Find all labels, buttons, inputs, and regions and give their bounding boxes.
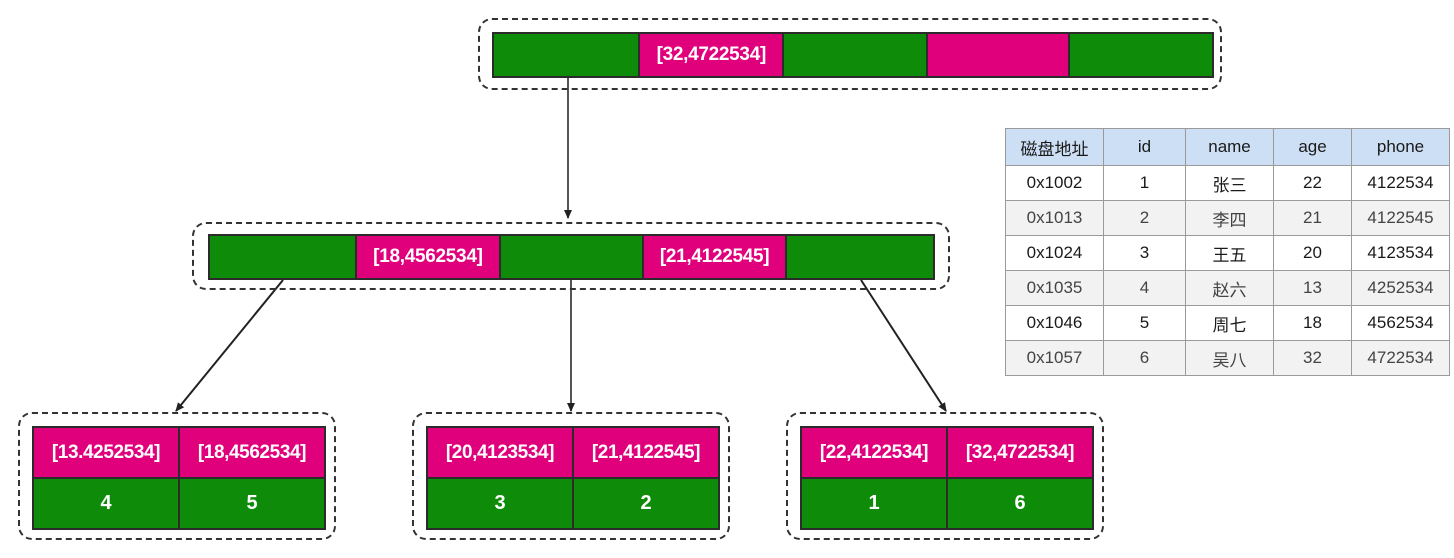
cell-age: 22 — [1273, 165, 1352, 201]
record-table-wrap: 磁盘地址 id name age phone 0x1002 1 张三 22 41… — [1005, 128, 1450, 376]
root-cell-row: [32,4722534] — [492, 32, 1214, 78]
cell-age: 21 — [1273, 200, 1352, 236]
root-index-node[interactable]: [32,4722534] — [478, 18, 1222, 90]
leaf-node-2-grid: [20,4123534] [21,4122545] 3 2 — [426, 426, 720, 530]
internal-key-3[interactable]: [21,4122545] — [643, 236, 788, 278]
leaf-node-1-key-row: [13.4252534] [18,4562534] — [34, 428, 324, 479]
edge-internal-to-leaf-1 — [175, 279, 284, 412]
leaf-node-2-key-1[interactable]: [21,4122545] — [574, 428, 718, 477]
leaf-node-1-key-0[interactable]: [13.4252534] — [34, 428, 180, 477]
table-header-age: age — [1273, 128, 1352, 166]
cell-id: 4 — [1103, 270, 1186, 306]
cell-phone: 4122545 — [1351, 200, 1450, 236]
table-header-row: 磁盘地址 id name age phone — [1005, 128, 1450, 166]
cell-id: 1 — [1103, 165, 1186, 201]
root-pointer-4[interactable] — [1069, 34, 1212, 76]
internal-key-1[interactable]: [18,4562534] — [356, 236, 502, 278]
cell-name: 李四 — [1185, 200, 1274, 236]
cell-phone: 4252534 — [1351, 270, 1450, 306]
leaf-node-3-key-1[interactable]: [32,4722534] — [948, 428, 1092, 477]
leaf-node-2[interactable]: [20,4123534] [21,4122545] 3 2 — [412, 412, 730, 540]
table-row[interactable]: 0x1024 3 王五 20 4123534 — [1005, 235, 1450, 271]
root-key-1[interactable]: [32,4722534] — [640, 34, 785, 76]
leaf-node-1[interactable]: [13.4252534] [18,4562534] 4 5 — [18, 412, 336, 540]
cell-id: 5 — [1103, 305, 1186, 341]
table-header-id: id — [1103, 128, 1186, 166]
cell-disk-address: 0x1035 — [1005, 270, 1104, 306]
cell-name: 吴八 — [1185, 340, 1274, 376]
cell-phone: 4722534 — [1351, 340, 1450, 376]
leaf-node-2-key-0[interactable]: [20,4123534] — [428, 428, 574, 477]
cell-name: 赵六 — [1185, 270, 1274, 306]
root-pointer-2[interactable] — [784, 34, 928, 76]
cell-disk-address: 0x1057 — [1005, 340, 1104, 376]
leaf-node-3-value-row: 1 6 — [802, 479, 1092, 528]
leaf-node-3-grid: [22,4122534] [32,4722534] 1 6 — [800, 426, 1094, 530]
table-header-phone: phone — [1351, 128, 1450, 166]
leaf-node-3-value-1[interactable]: 6 — [948, 479, 1092, 528]
leaf-node-2-value-0[interactable]: 3 — [428, 479, 574, 528]
cell-phone: 4562534 — [1351, 305, 1450, 341]
leaf-node-1-value-0[interactable]: 4 — [34, 479, 180, 528]
table-row[interactable]: 0x1057 6 吴八 32 4722534 — [1005, 340, 1450, 376]
leaf-node-1-key-1[interactable]: [18,4562534] — [180, 428, 324, 477]
internal-index-node[interactable]: [18,4562534] [21,4122545] — [192, 222, 950, 290]
cell-name: 周七 — [1185, 305, 1274, 341]
cell-id: 3 — [1103, 235, 1186, 271]
root-pointer-0[interactable] — [494, 34, 641, 76]
leaf-node-3[interactable]: [22,4122534] [32,4722534] 1 6 — [786, 412, 1104, 540]
leaf-node-2-value-1[interactable]: 2 — [574, 479, 718, 528]
leaf-node-3-value-0[interactable]: 1 — [802, 479, 948, 528]
leaf-node-1-value-row: 4 5 — [34, 479, 324, 528]
cell-disk-address: 0x1013 — [1005, 200, 1104, 236]
leaf-node-3-key-0[interactable]: [22,4122534] — [802, 428, 948, 477]
cell-id: 6 — [1103, 340, 1186, 376]
leaf-node-1-grid: [13.4252534] [18,4562534] 4 5 — [32, 426, 326, 530]
internal-pointer-4[interactable] — [787, 236, 933, 278]
leaf-node-2-key-row: [20,4123534] [21,4122545] — [428, 428, 718, 479]
table-row[interactable]: 0x1002 1 张三 22 4122534 — [1005, 165, 1450, 201]
leaf-node-1-value-1[interactable]: 5 — [180, 479, 324, 528]
table-header-disk-address: 磁盘地址 — [1005, 128, 1104, 166]
cell-disk-address: 0x1002 — [1005, 165, 1104, 201]
record-table[interactable]: 磁盘地址 id name age phone 0x1002 1 张三 22 41… — [1005, 128, 1450, 376]
cell-phone: 4122534 — [1351, 165, 1450, 201]
leaf-node-3-key-row: [22,4122534] [32,4722534] — [802, 428, 1092, 479]
cell-age: 20 — [1273, 235, 1352, 271]
internal-cell-row: [18,4562534] [21,4122545] — [208, 234, 935, 280]
cell-disk-address: 0x1046 — [1005, 305, 1104, 341]
internal-pointer-2[interactable] — [501, 236, 644, 278]
cell-id: 2 — [1103, 200, 1186, 236]
cell-age: 32 — [1273, 340, 1352, 376]
cell-age: 13 — [1273, 270, 1352, 306]
cell-phone: 4123534 — [1351, 235, 1450, 271]
table-row[interactable]: 0x1046 5 周七 18 4562534 — [1005, 305, 1450, 341]
internal-pointer-0[interactable] — [210, 236, 357, 278]
cell-disk-address: 0x1024 — [1005, 235, 1104, 271]
table-row[interactable]: 0x1035 4 赵六 13 4252534 — [1005, 270, 1450, 306]
table-row[interactable]: 0x1013 2 李四 21 4122545 — [1005, 200, 1450, 236]
cell-name: 王五 — [1185, 235, 1274, 271]
edge-internal-to-leaf-3 — [860, 279, 947, 412]
cell-age: 18 — [1273, 305, 1352, 341]
table-header-name: name — [1185, 128, 1274, 166]
cell-name: 张三 — [1185, 165, 1274, 201]
root-key-3[interactable] — [927, 34, 1070, 76]
leaf-node-2-value-row: 3 2 — [428, 479, 718, 528]
